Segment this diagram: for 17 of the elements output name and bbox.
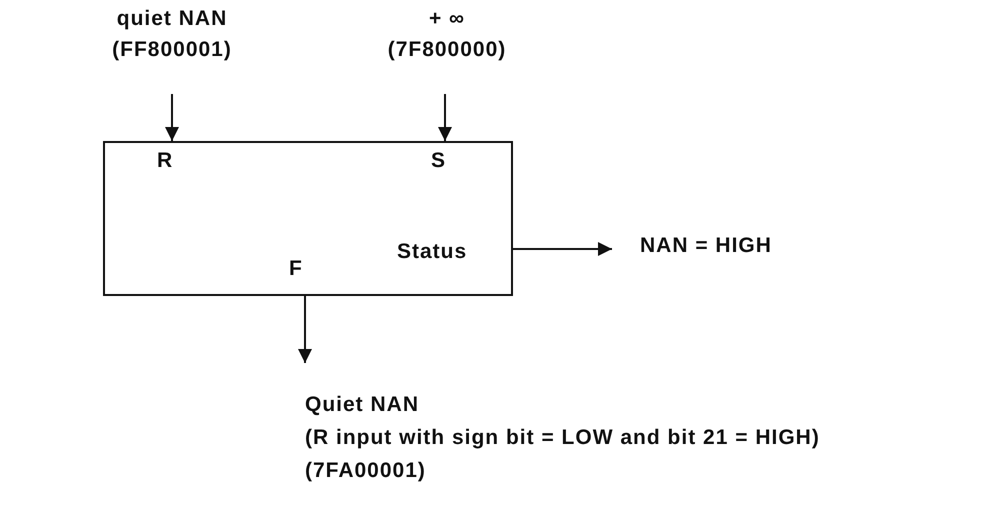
signal-label: (R input with sign bit = LOW and bit 21 = HIGH) [305, 425, 820, 451]
signal-label: + ∞ [428, 6, 466, 32]
signal-label: quiet NAN [116, 6, 228, 32]
signal-label: (FF800001) [111, 37, 233, 63]
signal-label: (7FA00001) [305, 458, 426, 484]
port-label: Status [397, 239, 468, 265]
arrow [438, 94, 452, 141]
signal-label: NAN = HIGH [640, 233, 772, 259]
port-label: R [157, 148, 174, 174]
block-box [103, 141, 513, 296]
arrow [298, 296, 312, 363]
signal-label: Quiet NAN [305, 392, 419, 418]
port-label: F [289, 256, 303, 282]
signal-label: (7F800000) [386, 37, 508, 63]
port-label: S [431, 148, 446, 174]
arrow [513, 242, 612, 256]
arrow [165, 94, 179, 141]
